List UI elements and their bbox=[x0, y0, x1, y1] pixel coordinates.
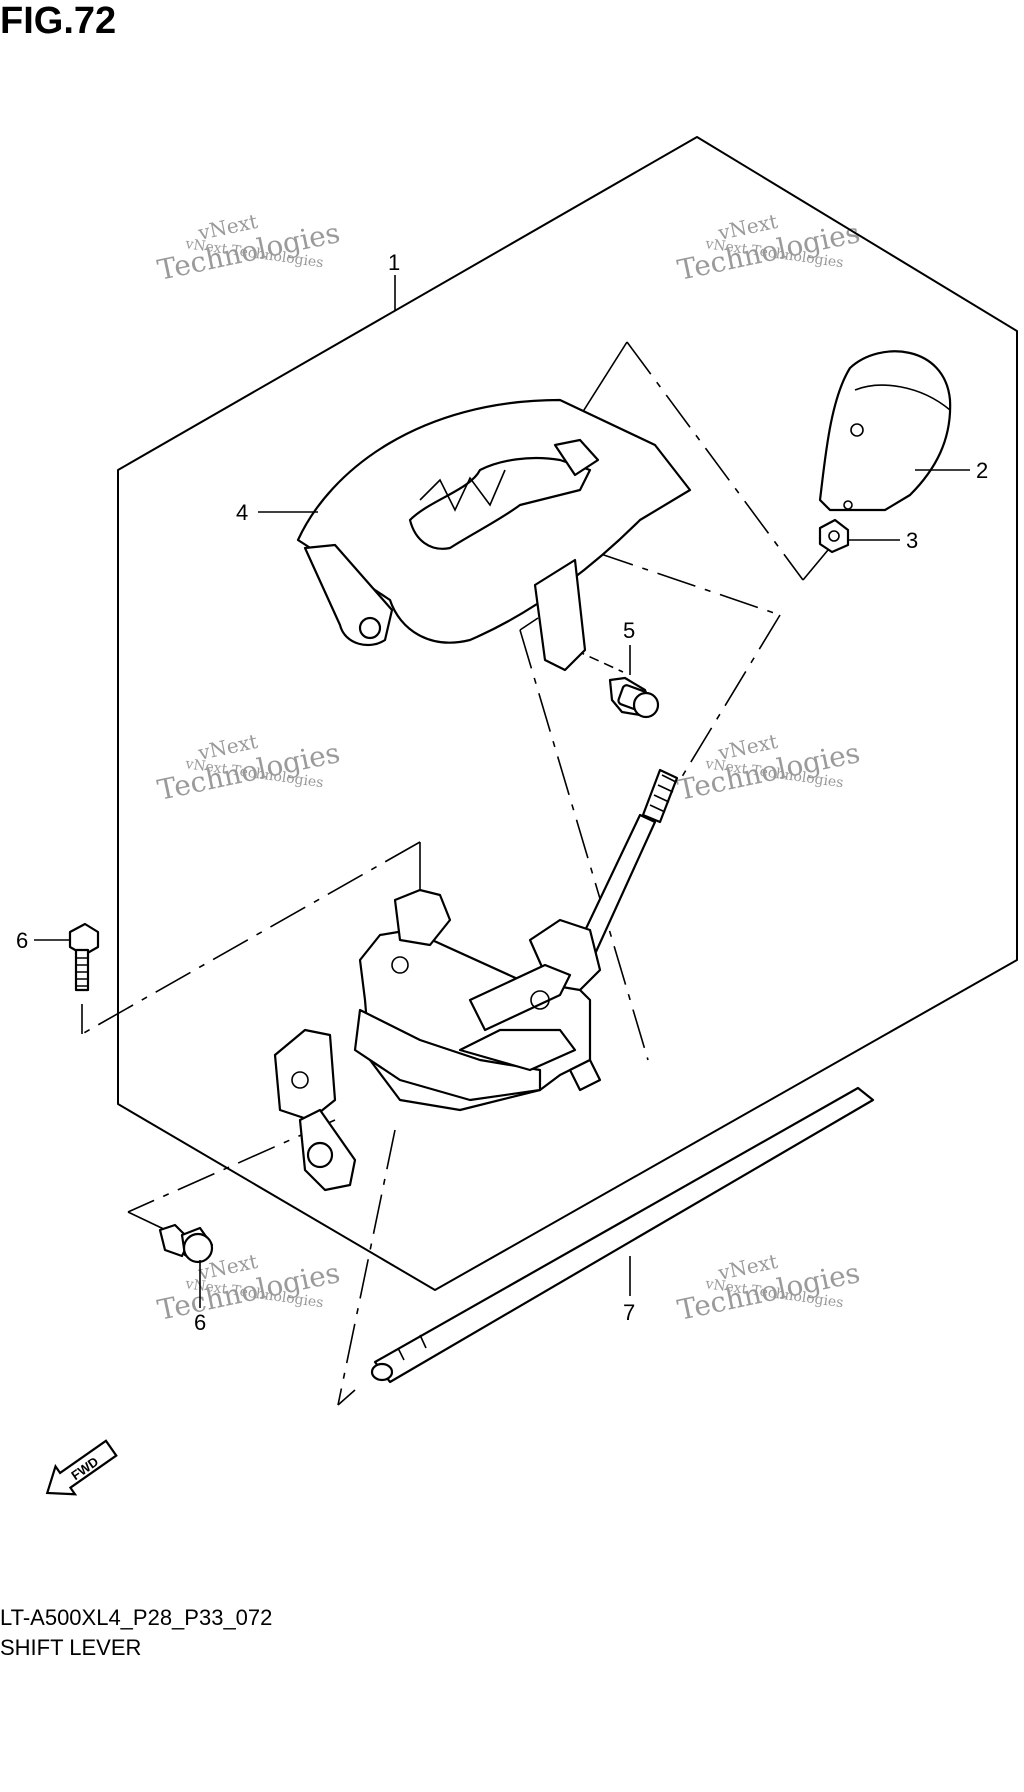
shift-knob bbox=[818, 350, 952, 512]
shift-gate-cover bbox=[296, 398, 692, 672]
watermark: vNext vNext Technologies Technologies bbox=[675, 1249, 863, 1327]
figure-title: FIG.72 bbox=[0, 0, 117, 42]
callout-1-label: 1 bbox=[388, 250, 400, 275]
watermark: vNext vNext Technologies Technologies bbox=[155, 1249, 343, 1327]
forward-arrow-icon bbox=[45, 1439, 118, 1496]
fwd-badge: FWD bbox=[45, 1439, 118, 1496]
callout-4: 4 bbox=[236, 500, 318, 525]
callout-1: 1 bbox=[388, 250, 400, 310]
watermark: vNext vNext Technologies Technologies bbox=[155, 209, 343, 287]
watermark: vNext vNext Technologies Technologies bbox=[155, 729, 343, 807]
diagram-code: LT-A500XL4_P28_P33_072 bbox=[0, 1605, 273, 1630]
callout-7-label: 7 bbox=[623, 1300, 635, 1325]
callout-2: 2 bbox=[915, 458, 988, 483]
bracket-bolt-lower bbox=[158, 1223, 214, 1264]
bracket-bolt-upper bbox=[68, 922, 100, 992]
callout-6-lower-label: 6 bbox=[194, 1310, 206, 1335]
callout-3-label: 3 bbox=[906, 528, 918, 553]
callout-6-upper-label: 6 bbox=[16, 928, 28, 953]
callout-3: 3 bbox=[848, 528, 918, 553]
watermark: vNext vNext Technologies Technologies bbox=[675, 729, 863, 807]
callout-2-label: 2 bbox=[976, 458, 988, 483]
callout-6-upper: 6 bbox=[16, 928, 70, 953]
cover-bolt bbox=[608, 676, 660, 719]
long-shift-rod bbox=[370, 1086, 875, 1384]
knob-nut bbox=[818, 518, 850, 554]
callout-6-lower: 6 bbox=[194, 1260, 206, 1335]
callout-7: 7 bbox=[623, 1256, 635, 1325]
diagram-name: SHIFT LEVER bbox=[0, 1635, 142, 1660]
callout-group: 1 2 3 4 5 6 6 7 bbox=[16, 250, 988, 1335]
callout-4-label: 4 bbox=[236, 500, 248, 525]
callout-5-label: 5 bbox=[623, 618, 635, 643]
shift-lever-bracket bbox=[273, 888, 602, 1192]
assembly-boundary bbox=[117, 136, 1018, 1291]
callout-5: 5 bbox=[623, 618, 635, 675]
